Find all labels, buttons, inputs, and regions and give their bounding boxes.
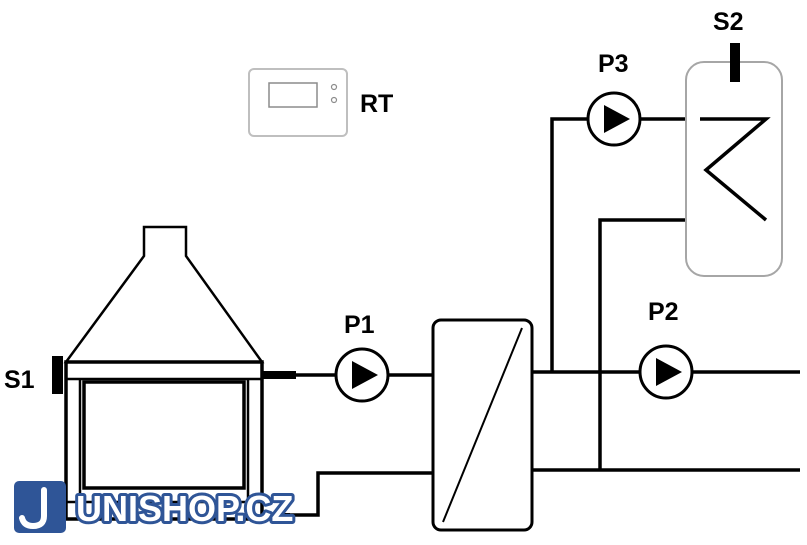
watermark-text: UNISHOP.CZ: [76, 488, 293, 529]
sensor-s2: [730, 43, 740, 82]
unishop-logo-icon: [14, 481, 66, 533]
fireplace: [63, 225, 265, 521]
fireplace-return-stub: [262, 513, 290, 521]
sensor-s1-label: S1: [4, 366, 35, 394]
room-thermostat: [248, 68, 348, 137]
heat-exchanger: [431, 318, 534, 532]
unishop-watermark: UNISHOP.CZ: [14, 481, 296, 533]
pump-p3-label: P3: [598, 50, 629, 78]
pump-p2-label: P2: [648, 298, 679, 326]
sensor-s2-label: S2: [713, 8, 744, 36]
sensor-s1: [52, 356, 63, 394]
pump-p1-label: P1: [344, 311, 375, 339]
fireplace-outlet: [262, 371, 296, 379]
pump-p1: [334, 347, 390, 403]
hot-water-tank: [685, 61, 783, 277]
pump-p2: [638, 344, 694, 400]
room-thermostat-label: RT: [360, 90, 393, 118]
pump-p3: [586, 91, 642, 147]
